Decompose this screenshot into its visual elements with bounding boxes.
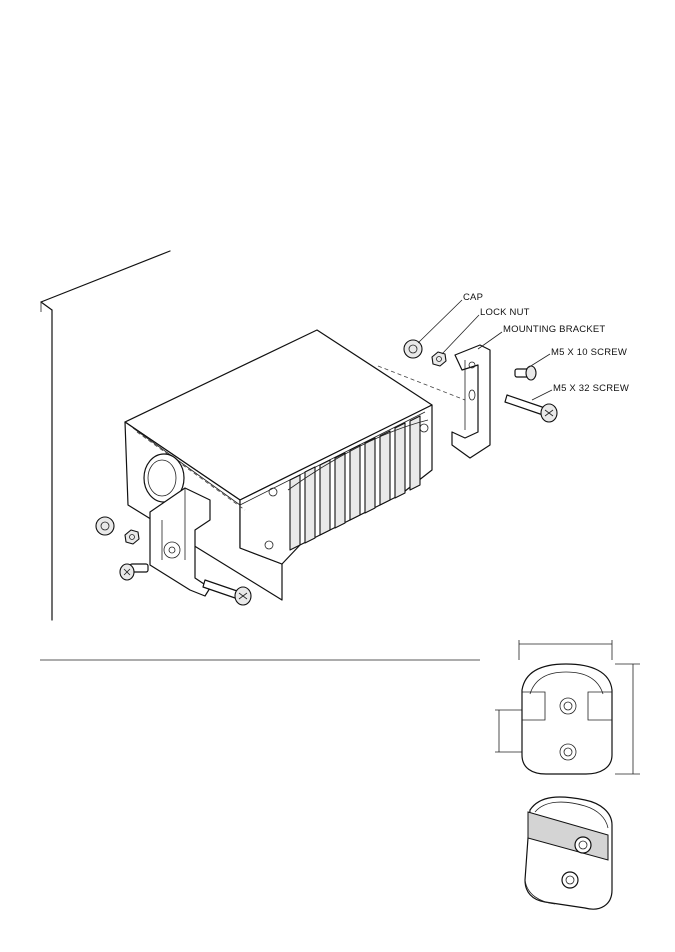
m5x10-screw-right bbox=[515, 366, 536, 380]
callout-m5x10-screw: M5 X 10 SCREW bbox=[551, 347, 627, 358]
callout-mounting-bracket: MOUNTING BRACKET bbox=[503, 324, 605, 335]
m5x10-screw-left bbox=[120, 564, 148, 580]
callout-m5x32-screw: M5 X 32 SCREW bbox=[553, 383, 629, 394]
cap-right bbox=[404, 340, 422, 358]
cap-left bbox=[96, 517, 114, 535]
m5x32-screw-left bbox=[203, 580, 251, 605]
callout-cap: CAP bbox=[463, 292, 483, 303]
bracket-detail-front bbox=[495, 640, 640, 774]
lock-nut-left bbox=[125, 530, 139, 544]
lock-nut-right bbox=[432, 352, 446, 366]
mounting-bracket-right bbox=[452, 345, 490, 458]
m5x32-screw-right bbox=[505, 395, 557, 422]
callout-lock-nut: LOCK NUT bbox=[480, 307, 530, 318]
bracket-detail-perspective bbox=[525, 797, 612, 909]
